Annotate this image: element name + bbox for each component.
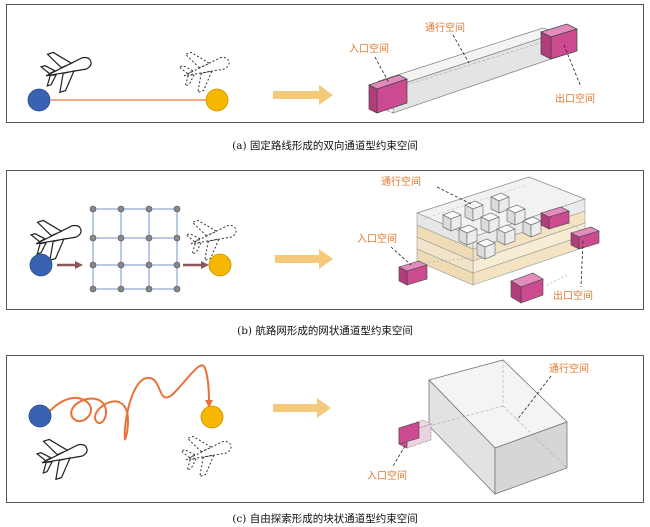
- start-node: [27, 88, 51, 112]
- caption-b: (b) 航路网形成的网状通道型约束空间: [237, 325, 413, 337]
- flow-arrow-icon: [273, 398, 331, 418]
- label-entry: 入口空间: [357, 232, 397, 245]
- panel-b: 通行空间 入口空间 出口空间: [6, 170, 644, 310]
- exit-block: [540, 23, 578, 60]
- connector-arrow-left: [57, 261, 83, 269]
- airplane-icon: [29, 219, 82, 262]
- label-passage: 通行空间: [549, 362, 589, 375]
- leader-entry: [374, 56, 390, 84]
- airplane-icon: [39, 51, 92, 94]
- entry-block: [398, 260, 428, 286]
- airplane-icon: [35, 438, 88, 481]
- start-node: [29, 253, 53, 277]
- entry-block: [368, 74, 408, 114]
- label-exit: 出口空间: [555, 92, 595, 105]
- leader-exit: [580, 240, 584, 288]
- dashed-airplane-icon: [180, 435, 232, 478]
- connector-arrow-right: [183, 261, 209, 269]
- route-arrowhead: [205, 400, 213, 408]
- entry-block: [398, 419, 432, 449]
- shafts: [442, 192, 542, 260]
- dashed-airplane-icon: [185, 219, 237, 262]
- flow-arrow-icon: [273, 85, 333, 105]
- leader-entry: [392, 445, 406, 467]
- caption-c: (c) 自由探索形成的块状通道型约束空间: [232, 513, 418, 525]
- leader-entry: [390, 246, 412, 266]
- label-entry: 入口空间: [367, 469, 407, 482]
- caption-a: (a) 固定路线形成的双向通道型约束空间: [232, 140, 418, 152]
- leader-passage: [452, 34, 470, 64]
- leader-passage: [516, 375, 552, 421]
- grid-nodes: [89, 205, 181, 293]
- leader-exit: [563, 44, 582, 88]
- exit-block-top: [540, 206, 570, 230]
- flow-arrow-icon: [275, 249, 333, 269]
- exit-block-bottom: [510, 272, 544, 304]
- label-entry: 入口空间: [349, 42, 389, 55]
- end-node: [205, 88, 229, 112]
- free-route: [48, 364, 210, 441]
- dashed-airplane-icon: [178, 51, 230, 94]
- label-passage: 通行空间: [425, 21, 465, 34]
- leader-passage: [436, 186, 474, 206]
- panel-a-diagram: 入口空间 通行空间 出口空间: [27, 21, 595, 114]
- end-node: [200, 405, 224, 429]
- panel-b-diagram: 通行空间 入口空间 出口空间: [29, 175, 600, 304]
- panel-a: 入口空间 通行空间 出口空间: [6, 4, 644, 123]
- panel-c: 通行空间 入口空间: [6, 355, 644, 503]
- panel-c-diagram: 通行空间 入口空间: [28, 359, 589, 495]
- exit-block-right: [570, 226, 600, 250]
- start-node: [28, 404, 52, 428]
- label-passage: 通行空间: [381, 175, 421, 188]
- block-passage: [428, 359, 568, 495]
- airway-grid: [91, 207, 179, 291]
- label-exit: 出口空间: [553, 289, 593, 302]
- end-node: [208, 253, 232, 277]
